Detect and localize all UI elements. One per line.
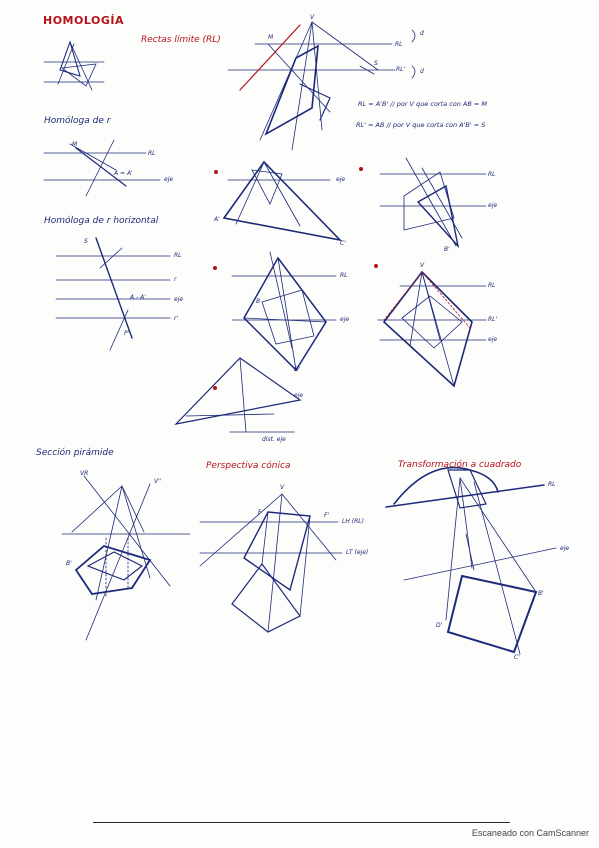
label-a-a: A = A'	[114, 170, 133, 177]
label-rl-r: RL	[148, 150, 156, 157]
heading-transformacion: Transformación a cuadrado	[398, 460, 522, 470]
note-rl2-rule: RL' = AB // por V que corta con A'B' = S	[356, 121, 486, 129]
label-v-rhombus: V	[420, 262, 425, 269]
mini-homology-diagram	[43, 40, 105, 91]
label-d-prime-kite: D'	[294, 366, 301, 373]
label-eje-kite: eje	[340, 316, 350, 323]
label-lh-rl: LH (RL)	[342, 518, 364, 525]
triangle-homology-1	[222, 160, 343, 242]
label-vr: VR	[80, 470, 89, 477]
label-dist-eje: dist. eje	[262, 436, 286, 443]
homologa-r-diagram	[43, 139, 161, 197]
transformacion-cuadrado-diagram	[385, 466, 557, 655]
heading-rectas-limite: Rectas límite (RL)	[141, 35, 221, 45]
label-c-prime-transf: C'	[514, 654, 520, 661]
label-c-prime-tri1: C'	[340, 240, 346, 247]
heading-seccion-piramide: Sección pirámide	[36, 448, 114, 458]
label-rl-kite: RL	[340, 272, 348, 279]
perspectiva-conica-diagram	[199, 493, 343, 633]
label-b-prime-pyr: B'	[66, 560, 72, 567]
label-v-top: V	[310, 14, 315, 21]
label-rl-h: RL	[174, 252, 182, 259]
seccion-piramide-diagram	[61, 475, 191, 641]
heading-homologa-r: Homóloga de r	[44, 116, 111, 126]
label-v-persp: V	[280, 484, 285, 491]
label-rl-prime-top: RL'	[396, 66, 406, 73]
label-eje-tri2: eje	[294, 392, 304, 399]
rhombus-homology	[377, 270, 487, 388]
label-eje-r: eje	[164, 176, 174, 183]
scanner-divider	[93, 822, 510, 823]
label-eje-h: eje	[174, 296, 184, 303]
label-rl-quad1: RL	[488, 171, 496, 178]
label-b-prime-transf: B'	[538, 590, 544, 597]
triangle-homology-2	[174, 357, 302, 433]
label-v2: V''	[154, 478, 162, 485]
label-p-prime-h: P'	[124, 330, 130, 337]
label-s-top: S	[374, 60, 378, 67]
label-m-r: M	[72, 141, 78, 148]
label-lt-eje: LT (eje)	[346, 549, 369, 556]
label-d-prime-transf: D'	[436, 622, 443, 629]
label-eje-transf: eje	[560, 545, 570, 552]
label-eje-quad1: eje	[488, 202, 498, 209]
label-s-h: S	[84, 238, 88, 245]
homologa-horizontal-diagram	[55, 237, 171, 351]
label-eje-tri1: eje	[336, 176, 346, 183]
label-b-prime-quad1: B'	[444, 246, 450, 253]
label-f: F	[258, 509, 262, 516]
heading-perspectiva-conica: Perspectiva cónica	[206, 461, 291, 471]
scanner-footer: Escaneado con CamScanner	[471, 828, 589, 838]
quad-homology-1	[379, 157, 487, 249]
red-bullets	[213, 167, 378, 390]
note-rl-rule: RL = A'B' // por V que corta con AB = M	[358, 100, 488, 108]
kite-homology	[231, 251, 337, 372]
label-rl-top: RL	[395, 41, 403, 48]
label-m-top: M	[268, 34, 274, 41]
label-rl-transf: RL	[548, 481, 556, 488]
rectas-limite-diagram	[227, 21, 416, 151]
label-rl-prime-rhombus: RL'	[488, 316, 498, 323]
label-d-top: d	[420, 30, 424, 37]
label-eje-rhombus: eje	[488, 336, 498, 343]
label-rl-rhombus: RL	[488, 282, 496, 289]
label-f-prime: F'	[324, 512, 330, 519]
label-r-h: r	[174, 276, 177, 283]
label-b-kite: B	[256, 298, 261, 305]
label-ab-h: A - A'	[130, 294, 146, 301]
page-title: HOMOLOGÍA	[43, 14, 124, 27]
label-r-prime-h: r'	[174, 315, 179, 322]
label-d-bottom: d	[420, 68, 424, 75]
heading-homologa-horizontal: Homóloga de r horizontal	[44, 216, 159, 226]
label-a-prime-tri1: A'	[214, 216, 220, 223]
